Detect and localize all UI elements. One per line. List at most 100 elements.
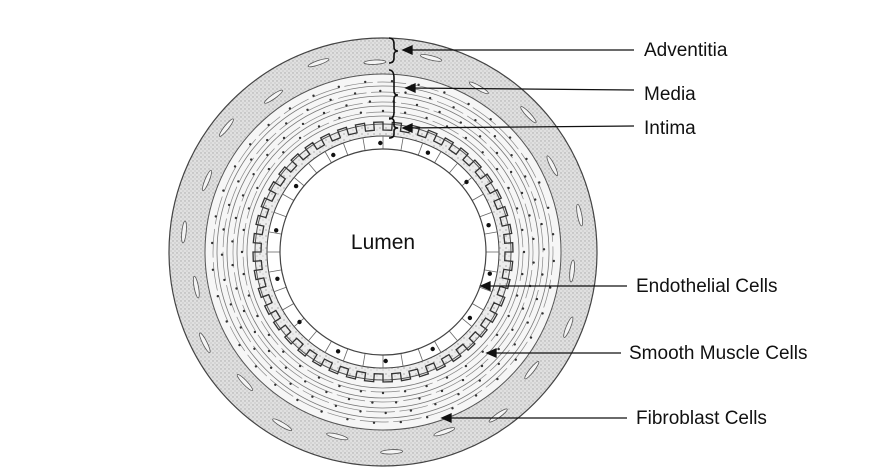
muscle-nucleus [242, 272, 245, 276]
smooth-muscle-cell [472, 107, 497, 126]
muscle-nucleus [317, 376, 321, 379]
fibroblast-cell [218, 118, 234, 137]
muscle-nucleus [440, 389, 444, 393]
muscle-nucleus [497, 347, 500, 351]
smooth-muscle-cell [327, 412, 356, 421]
smooth-muscle-cell [463, 125, 487, 144]
muscle-nucleus [415, 103, 419, 107]
smooth-muscle-cell [302, 390, 330, 403]
fibroblast-cell [488, 408, 508, 423]
smooth-muscle-cell [537, 181, 548, 209]
smooth-muscle-cell [393, 417, 422, 423]
muscle-ring [216, 85, 550, 419]
fibroblast-cell [192, 275, 200, 299]
muscle-nucleus [508, 136, 512, 139]
endothelial-nucleus [430, 346, 435, 352]
smooth-muscle-cell [457, 389, 483, 406]
smooth-muscle-cell [256, 132, 277, 155]
endothelial-cell-border [472, 193, 484, 201]
muscle-nucleus [284, 366, 288, 369]
muscle-nucleus [347, 397, 351, 401]
muscle-nucleus [247, 207, 251, 210]
fibroblast-cell [363, 59, 387, 65]
smooth-muscle-cell [277, 139, 300, 160]
endothelial-cells [267, 136, 499, 368]
muscle-nucleus [547, 206, 550, 209]
smooth-muscle-cell [247, 290, 260, 318]
smooth-muscle-cell [232, 238, 235, 268]
muscle-nucleus [338, 116, 341, 120]
smooth-muscle-cell [307, 99, 334, 112]
smooth-muscle-cell [260, 321, 279, 346]
muscle-nucleus [234, 216, 238, 220]
muscle-nucleus [507, 186, 510, 190]
muscle-nucleus [288, 107, 292, 110]
muscle-nucleus [249, 143, 252, 146]
muscle-nucleus [267, 349, 271, 353]
internal-elastic-lamina [252, 121, 514, 383]
muscle-nucleus [222, 189, 225, 192]
muscle-nucleus [513, 343, 516, 346]
smooth-muscle-cell [400, 102, 430, 110]
smooth-muscle-cell [489, 349, 510, 372]
muscle-nucleus [233, 165, 237, 168]
fibroblast-cell [236, 373, 254, 392]
muscle-nucleus [528, 214, 531, 217]
smooth-muscle-cell [366, 410, 395, 413]
muscle-nucleus [428, 96, 432, 100]
muscle-nucleus [551, 233, 555, 236]
smooth-muscle-cell [528, 289, 539, 318]
muscle-nucleus [231, 263, 234, 267]
muscle-nucleus [541, 312, 544, 315]
fibroblast-cell [520, 106, 537, 124]
smooth-muscle-cell [337, 384, 367, 392]
endothelial-cell-border [448, 330, 458, 342]
muscle-nucleus [312, 94, 315, 97]
muscle-nucleus [238, 343, 241, 347]
smooth-muscle-cell [462, 136, 485, 156]
fibroblast-cell [380, 449, 403, 455]
endothelial-nucleus [464, 179, 469, 185]
intima-label: Intima [644, 118, 696, 139]
endothelial-cell-border [324, 151, 332, 163]
muscle-nucleus [478, 135, 482, 138]
smooth-muscle-cell [246, 191, 258, 219]
muscle-nucleus [538, 181, 541, 184]
fibroblast-cell [326, 432, 349, 441]
muscle-nucleus [346, 418, 349, 421]
muscle-nucleus [222, 228, 225, 231]
muscle-nucleus [495, 151, 499, 155]
muscle-nucleus [404, 91, 407, 94]
fibroblast-cell [264, 89, 283, 104]
smooth-muscle-cell [212, 262, 218, 291]
smooth-muscle-cell [258, 162, 276, 188]
smooth-muscle-cell [371, 91, 400, 94]
endothelial-cell-border [484, 269, 498, 273]
muscle-nucleus [524, 175, 527, 178]
endothelial-cell-border [324, 341, 332, 353]
muscle-nucleus [256, 314, 259, 318]
smooth-muscle-cell [462, 373, 487, 392]
smooth-muscle-cell [257, 334, 277, 358]
muscle-nucleus [461, 378, 465, 382]
fibroblast-cell [201, 169, 213, 192]
muscle-nucleus [325, 390, 328, 394]
muscle-nucleus [526, 321, 529, 324]
smooth-muscle-cell [531, 236, 534, 266]
smooth-muscle-cell [312, 87, 340, 98]
endothelial-cells-label: Endothelial Cells [636, 276, 778, 297]
muscle-nucleus [381, 391, 385, 395]
muscle-nucleus [274, 383, 277, 386]
endothelial-cell-border [434, 341, 442, 353]
muscle-nucleus [425, 116, 428, 120]
endothelial-cell-border [308, 330, 318, 342]
muscle-nucleus [394, 401, 398, 404]
smooth-muscle-cell [518, 218, 524, 248]
muscle-nucleus [296, 398, 299, 402]
muscle-nucleus [515, 294, 519, 297]
endothelial-cell-border [308, 162, 318, 174]
muscle-nucleus [417, 83, 420, 87]
muscle-nucleus [522, 250, 526, 254]
smooth-muscle-cell [222, 218, 227, 248]
smooth-muscle-cell [307, 369, 334, 384]
